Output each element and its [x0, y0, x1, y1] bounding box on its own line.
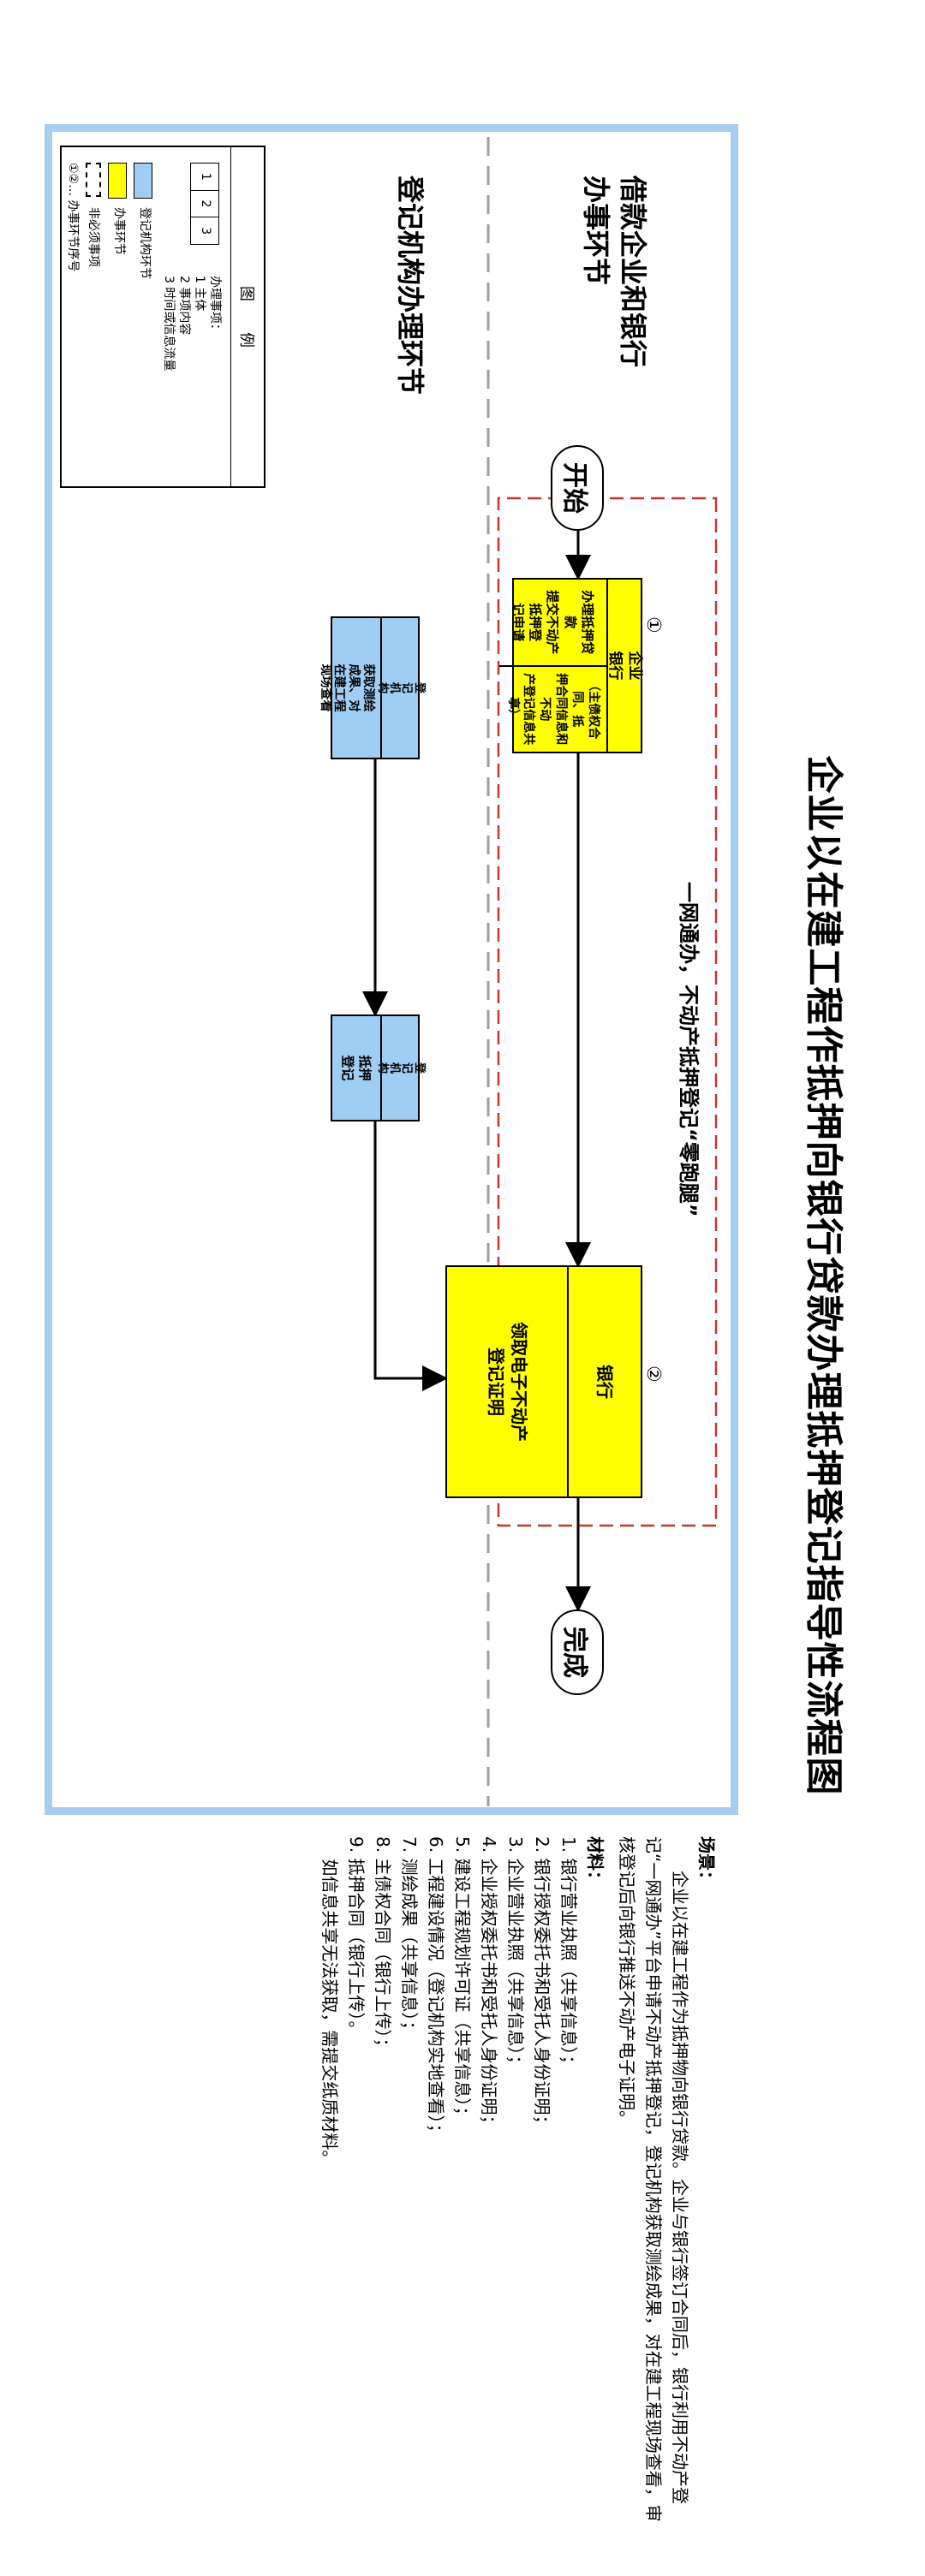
legend-matter-title: 办理事项： [208, 276, 222, 336]
lane-label-registry: 登记机构办理环节 [394, 176, 427, 396]
legend-matter-2: 2 事项内容 [177, 276, 191, 336]
legend-swatch-blue [134, 163, 152, 199]
step2-number: ② [642, 1365, 664, 1383]
step2-actor: 银行 [567, 1267, 641, 1496]
registry-mortgage-actor: 登 记 机 构 [376, 1016, 426, 1120]
start-terminal: 开始 [551, 445, 604, 531]
notes-item-9: 9. 抵押合同（银行上传）。 [346, 1836, 367, 2038]
legend-item-registry: 登记机构环节 [138, 207, 152, 279]
registry-survey-box: 登 记 机 构 获取测绘 成果、对 在建工程 现场查看 [319, 616, 426, 759]
legend-swatch-yellow [108, 163, 127, 199]
legend-sample-cells: 1 2 3 [190, 163, 219, 245]
step1-number: ① [642, 616, 664, 634]
legend-matter-3: 3 时间或信息流量 [162, 276, 176, 372]
notes-materials-heading: 材料： [585, 1836, 606, 1888]
step1-detail: （主债权合同、抵 押合同信息和不动 产登记信息共享） [505, 673, 600, 746]
notes-item-8: 8. 主债权合同（银行上传）； [373, 1836, 393, 2055]
end-terminal: 完成 [551, 1609, 604, 1695]
lane-label-enterprise-bank: 借款企业和银行 办事环节 [579, 176, 649, 368]
legend-item-office: 办事环节 [112, 207, 126, 255]
notes-item-3: 3. 企业营业执照（共享信息）； [505, 1836, 526, 2073]
legend-cell-2: 2 [191, 190, 218, 218]
step2-title: 领取电子不动产 登记证明 [486, 1322, 529, 1442]
legend-matter-1: 1 主体 [193, 276, 206, 312]
notes-item-2: 2. 银行授权委托书和受托人身份证明； [532, 1836, 552, 2133]
registry-survey-actor: 登 记 机 构 [376, 618, 426, 758]
step2-box: 银行 领取电子不动产 登记证明 [445, 1265, 642, 1498]
notes-item-1: 1. 银行营业执照（共享信息）； [558, 1836, 579, 2073]
registry-mortgage-text: 抵押 登记 [340, 1055, 373, 1081]
notes-item-7: 7. 测绘成果（共享信息）； [399, 1836, 420, 2038]
legend-cell-1: 1 [191, 164, 218, 191]
zero-run-label: 一网通办，不动产抵押登记“零跑腿” [677, 882, 701, 1217]
notes-item-6: 6. 工程建设情况（登记机构实地查看）； [426, 1836, 446, 2141]
legend-header: 图 例 [230, 147, 264, 486]
step1-title: 办理抵押贷款 提交不动产抵押登 记申请 [498, 580, 606, 667]
notes-item-4: 4. 企业授权委托书和受托人身份证明； [479, 1836, 499, 2133]
registry-survey-text: 获取测绘 成果、对 在建工程 现场查看 [318, 663, 375, 712]
arrow-b2-to-step2 [373, 1121, 448, 1391]
notes-panel: 场景： 企业以在建工程作为抵押物向银行贷款。企业与银行签订合同后，银行利用不动产… [316, 1836, 719, 2538]
step1-actor: 企业 银行 [606, 580, 643, 752]
zero-run-zone [497, 497, 718, 1527]
legend: 图 例 1 2 3 办理事项： 1 主体 2 事项内容 3 时间或信息流量 登记… [60, 146, 266, 488]
notes-item-5: 5. 建设工程规划许可证（共享信息）； [452, 1836, 473, 2124]
legend-item-sequence: ①②… 办事环节序号 [66, 163, 80, 272]
legend-swatch-dashed [86, 163, 101, 197]
notes-scene-text: 企业以在建工程作为抵押物向银行贷款。企业与银行签订合同后，银行利用不动产登记“一… [617, 1836, 690, 2522]
notes-scene-heading: 场景： [696, 1836, 717, 1888]
legend-item-optional: 非必须事项 [87, 207, 100, 267]
legend-cell-3: 3 [198, 227, 212, 235]
registry-mortgage-box: 登 记 机 构 抵押 登记 [331, 1014, 426, 1121]
notes-item-10: 如信息共享无法获取，需提交纸质材料。 [319, 1836, 340, 2168]
step1-box: 企业 银行 办理抵押贷款 提交不动产抵押登 记申请 （主债权合同、抵 押合同信息… [498, 578, 643, 753]
